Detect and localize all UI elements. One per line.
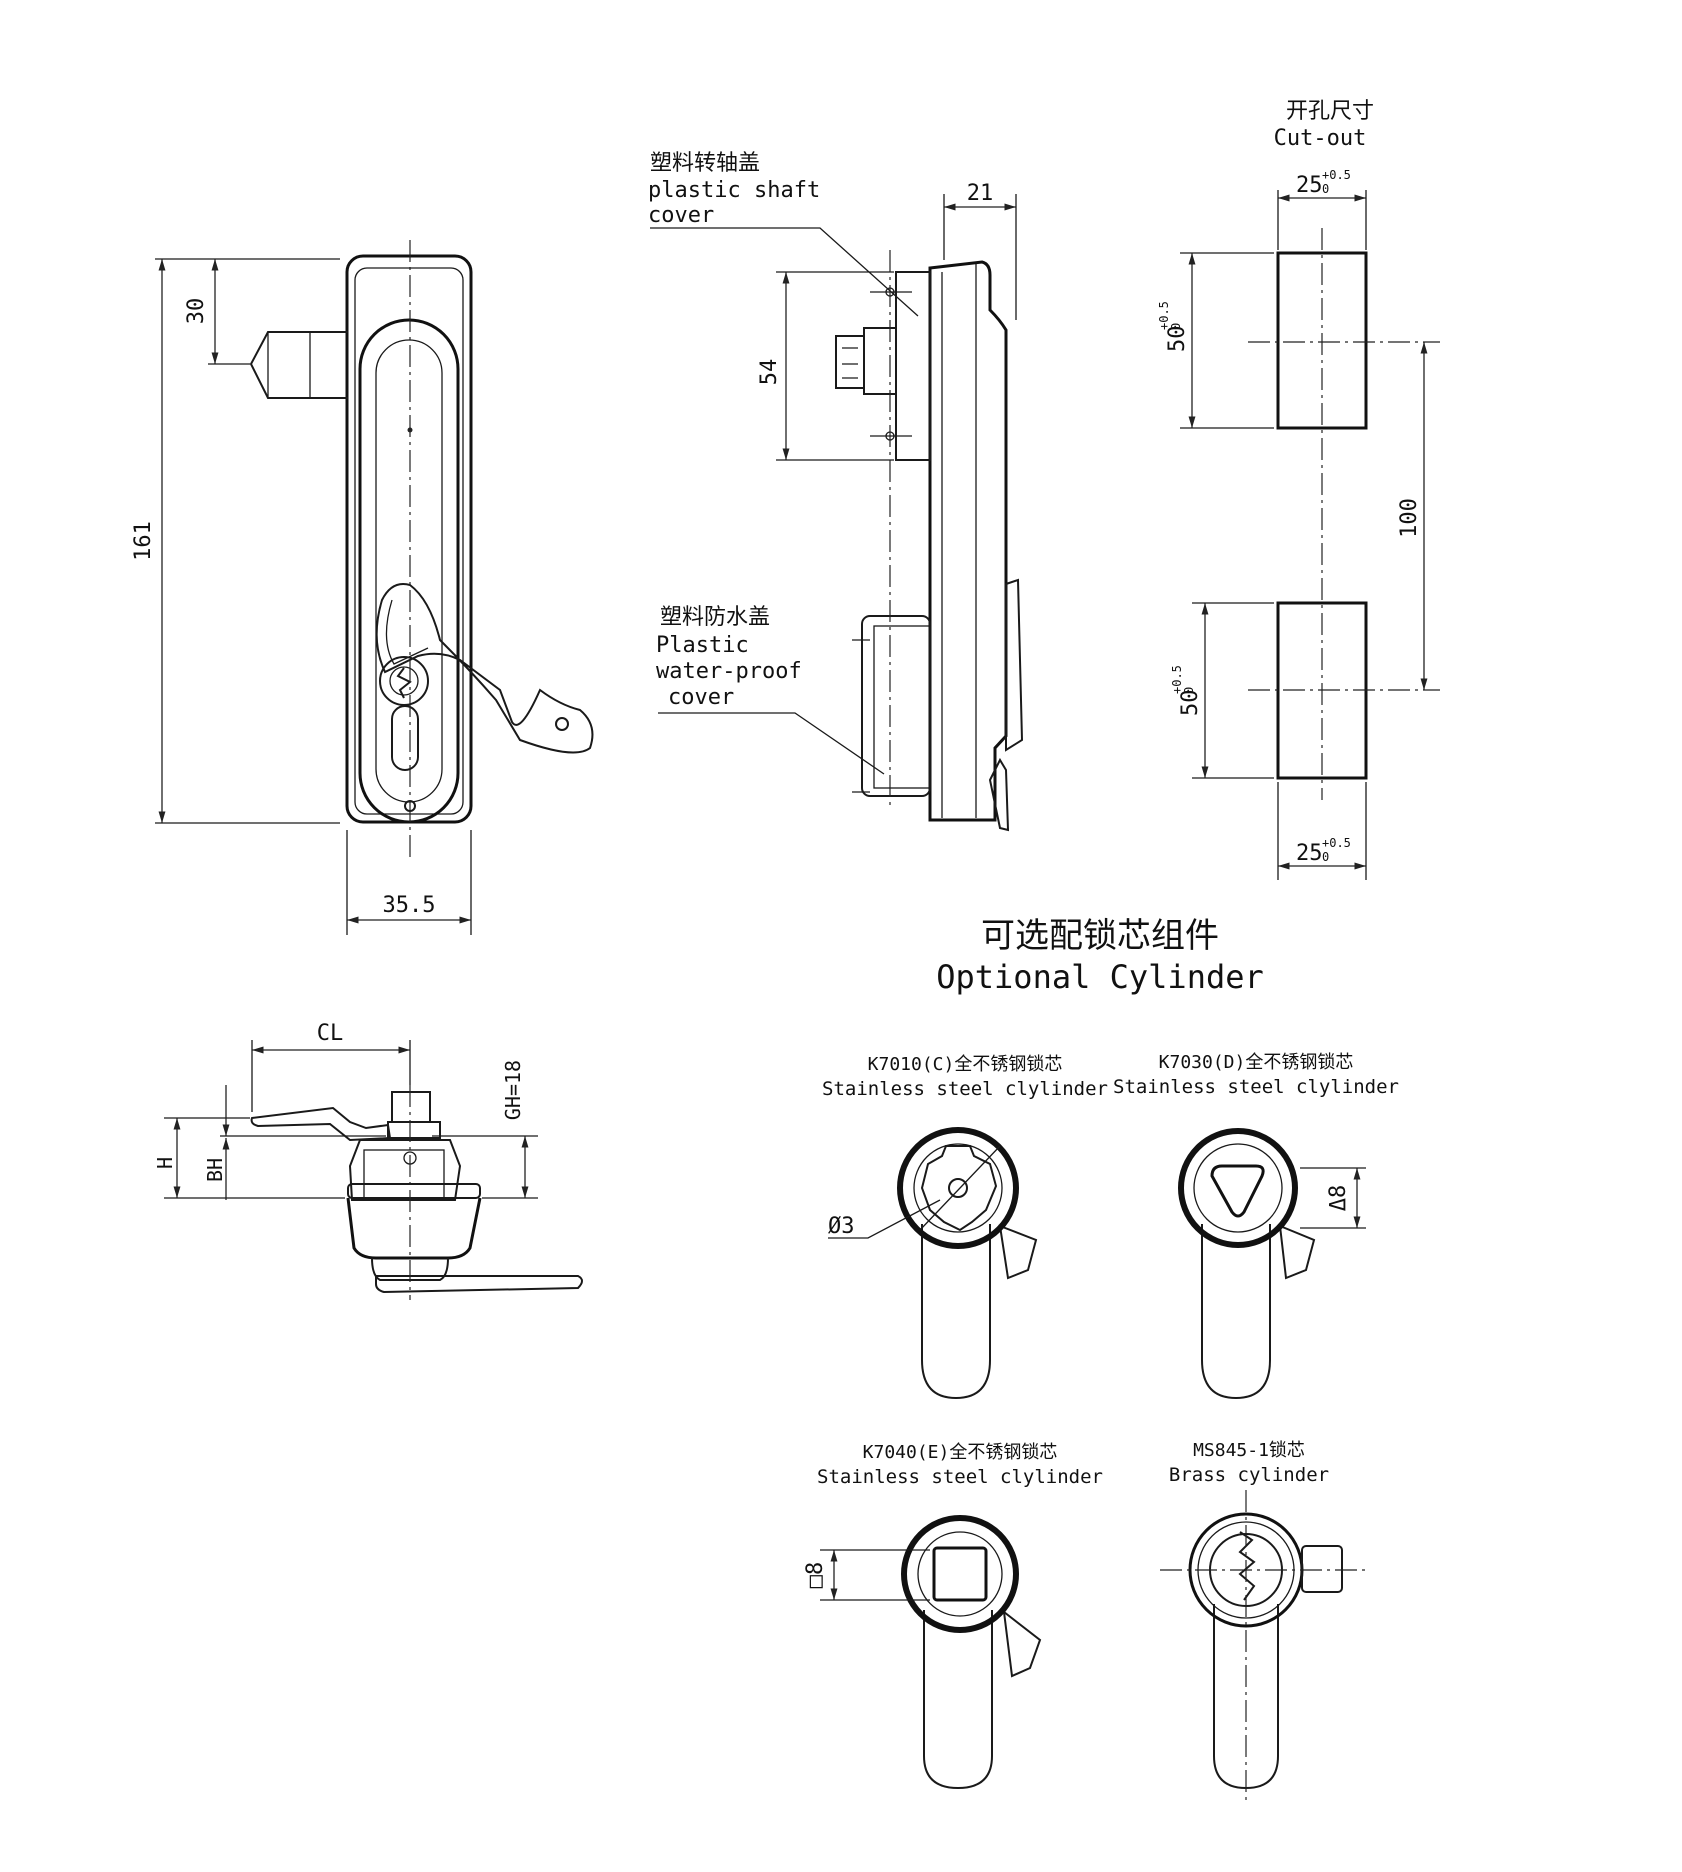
cylinder-d-triangle (1210, 1164, 1265, 1218)
water-cover-en-1: Plastic (656, 633, 749, 658)
side-view: 21 54 塑料转轴盖 plastic shaft cover 塑料防水盖 Pl… (648, 151, 1024, 832)
dim-gh: GH=18 (501, 1060, 525, 1120)
water-proof-cover (861, 615, 931, 797)
tol-upper-4: +0.5 (1170, 665, 1184, 694)
cylinder-c-desc: Stainless steel clylinder (822, 1078, 1108, 1100)
shaft-cover-cn: 塑料转轴盖 (650, 151, 760, 176)
lever-handle (375, 583, 594, 754)
cylinder-e-desc: Stainless steel clylinder (817, 1466, 1103, 1488)
shaft-cover-en-2: cover (648, 203, 714, 228)
side-housing (928, 260, 1008, 822)
housing-outline (345, 254, 473, 824)
cutout-title-cn: 开孔尺寸 (1286, 99, 1374, 124)
tol-upper-1: +0.5 (1322, 168, 1351, 182)
front-view: 161 30 35.5 (131, 240, 594, 935)
dim-h: H (153, 1157, 177, 1169)
cylinder-c-dim: Ø3 (828, 1214, 855, 1239)
tol-upper-2: +0.5 (1322, 836, 1351, 850)
dim-cl: CL (317, 1021, 344, 1046)
tol-lower-4: 0 (1182, 687, 1196, 694)
cutout-hole-top (1276, 251, 1368, 430)
key-cylinder (379, 656, 429, 706)
dim-30: 30 (184, 298, 209, 325)
height-bottom: 50 (1178, 690, 1203, 717)
optional-cylinder-section: 可选配锁芯组件 Optional Cylinder K7010(C)全不锈钢锁芯… (803, 916, 1399, 1800)
tol-lower-2: 0 (1322, 850, 1329, 864)
cylinder-e-code: K7040(E)全不锈钢锁芯 (863, 1442, 1058, 1463)
cylinder-e-face (901, 1515, 1019, 1633)
cylinder-ms845: MS845-1锁芯 Brass cylinder (1160, 1440, 1370, 1800)
water-cover-cn: 塑料防水盖 (660, 605, 770, 630)
cylinder-d-face (1178, 1128, 1298, 1248)
optional-title-cn: 可选配锁芯组件 (981, 916, 1219, 956)
height-top: 50 (1165, 326, 1190, 353)
cylinder-d-desc: Stainless steel clylinder (1113, 1076, 1399, 1098)
optional-title-en: Optional Cylinder (936, 958, 1264, 996)
dim-21: 21 (967, 181, 994, 206)
shaft-cover-en-1: plastic shaft (648, 178, 820, 203)
dim-bh: BH (203, 1158, 227, 1182)
tol-upper-3: +0.5 (1157, 301, 1171, 330)
water-cover-en-2: water-proof (656, 659, 802, 684)
cylinder-d-code: K7030(D)全不锈钢锁芯 (1159, 1052, 1354, 1073)
spacing-100: 100 (1397, 498, 1422, 538)
cylinder-d-dim: Δ8 (1326, 1185, 1351, 1212)
dim-54: 54 (757, 359, 782, 386)
cylinder-k7040: K7040(E)全不锈钢锁芯 Stainless steel clylinder… (803, 1442, 1103, 1790)
cylinder-ms-desc: Brass cylinder (1169, 1464, 1329, 1486)
cutout-view: 开孔尺寸 Cut-out 25 +0.5 0 25 +0.5 0 50 +0.5… (1157, 99, 1440, 880)
handle-recess (358, 318, 460, 824)
width-bottom: 25 (1296, 841, 1323, 866)
water-cover-bottom (346, 1197, 482, 1260)
water-cover-en-3: cover (668, 685, 734, 710)
dim-35-5: 35.5 (383, 893, 436, 918)
latch-tongue (249, 331, 348, 399)
bottom-view: CL H BH GH=18 (153, 1021, 583, 1300)
lever-top (250, 1106, 392, 1142)
cutout-title-en: Cut-out (1274, 126, 1367, 151)
cylinder-e-dim: □8 (803, 1562, 828, 1589)
dim-161: 161 (131, 521, 156, 561)
width-top: 25 (1296, 173, 1323, 198)
cylinder-ms-code: MS845-1锁芯 (1193, 1440, 1305, 1461)
cylinder-e-square (932, 1546, 988, 1602)
cylinder-k7010: K7010(C)全不锈钢锁芯 Stainless steel clylinder… (822, 1054, 1108, 1400)
cylinder-k7030: K7030(D)全不锈钢锁芯 Stainless steel clylinder… (1113, 1052, 1399, 1400)
tol-lower-3: 0 (1169, 323, 1183, 330)
cylinder-c-code: K7010(C)全不锈钢锁芯 (868, 1054, 1063, 1075)
cylinder-c-face (897, 1127, 1019, 1249)
tol-lower-1: 0 (1322, 182, 1329, 196)
